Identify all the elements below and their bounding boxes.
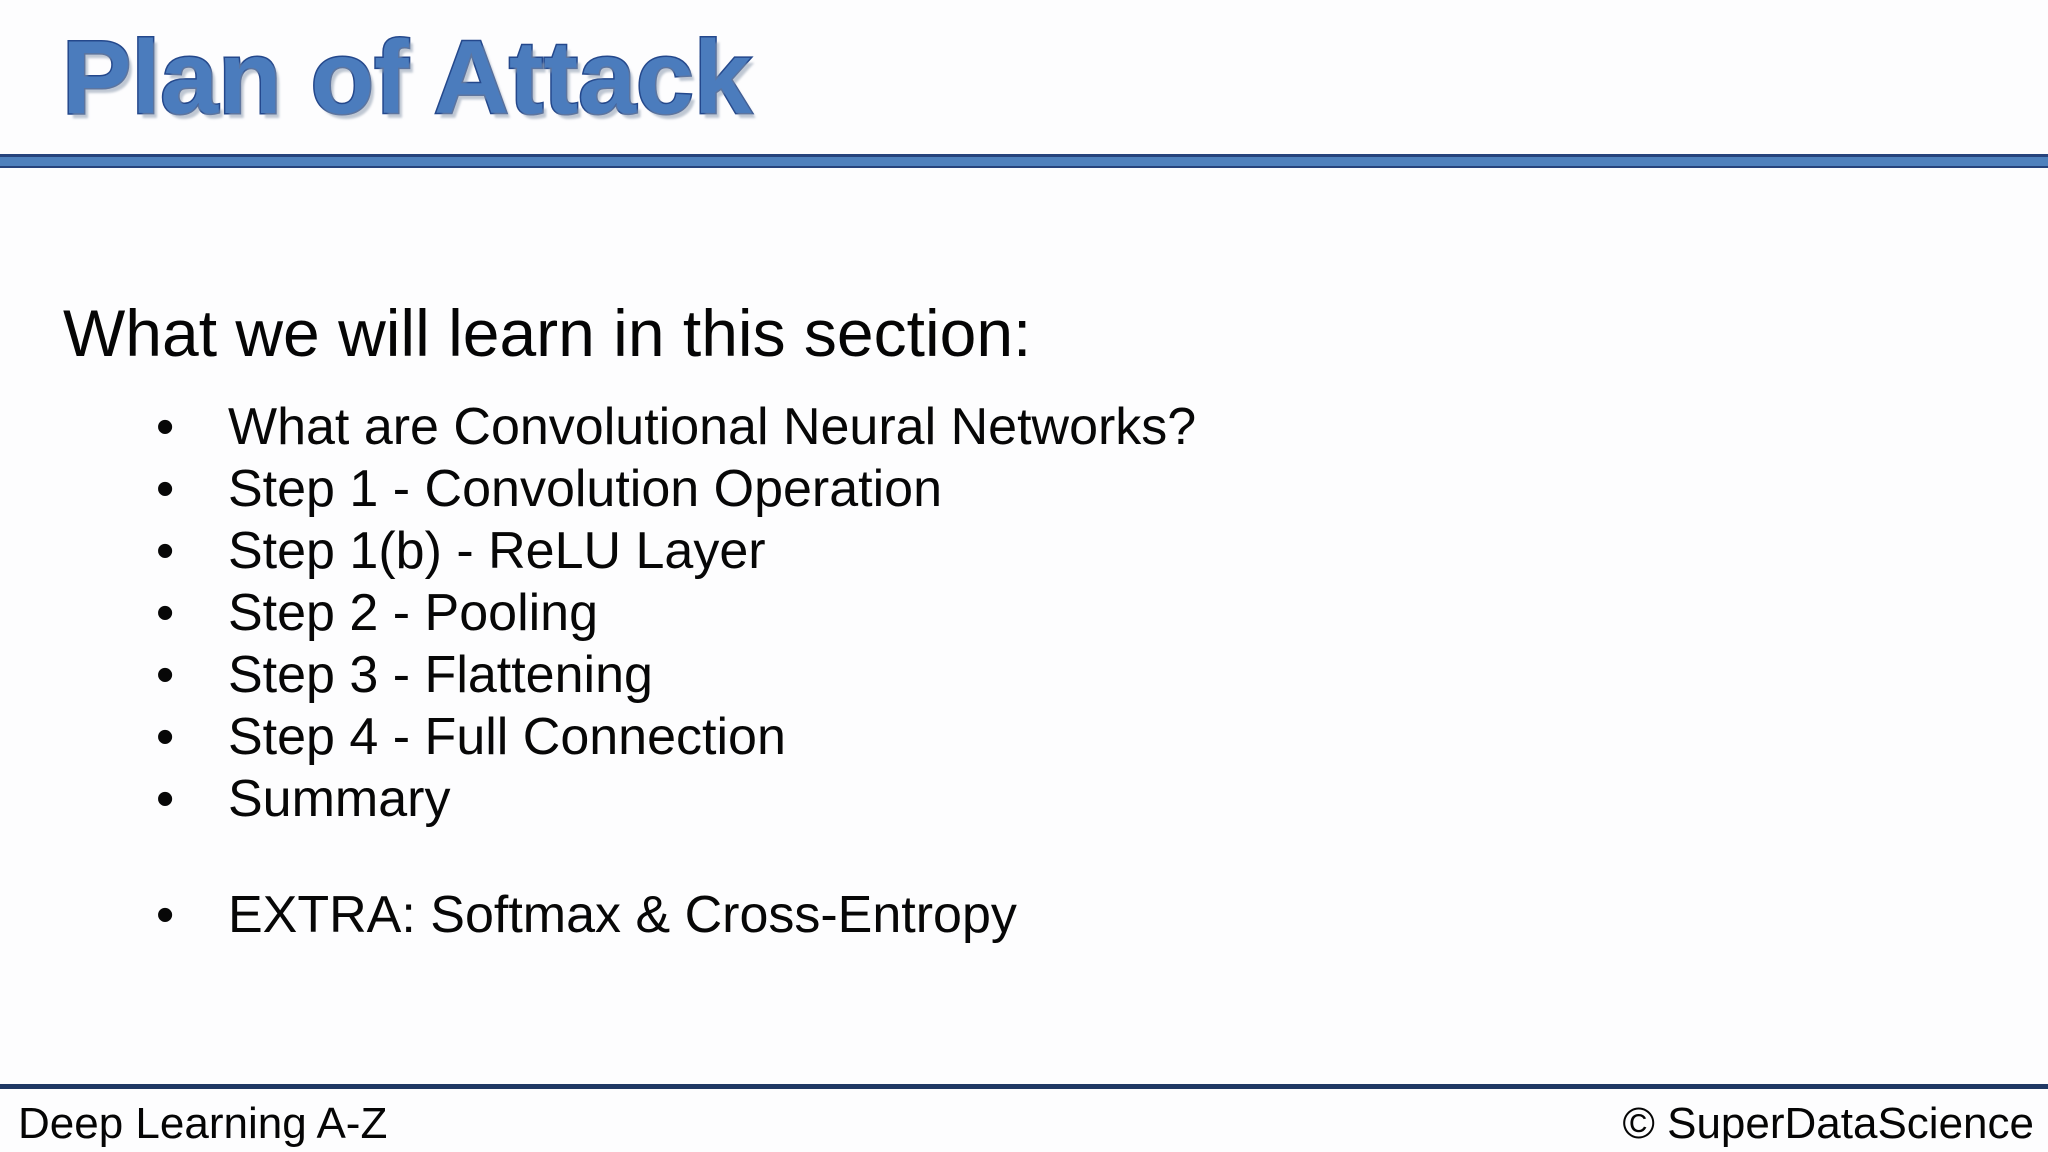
bullet-icon: • (156, 398, 175, 456)
footer-course-name: Deep Learning A-Z (18, 1099, 388, 1148)
list-item-label: EXTRA: Softmax & Cross-Entropy (228, 886, 1017, 944)
slide-title: Plan of Attack (61, 20, 754, 136)
bullet-icon: • (156, 708, 175, 766)
list-item: • Step 1(b) - ReLU Layer (0, 520, 2048, 582)
bullet-icon: • (156, 460, 175, 518)
list-item-label: Step 4 - Full Connection (228, 708, 786, 766)
topics-list: • What are Convolutional Neural Networks… (0, 396, 2048, 946)
list-item: • Step 4 - Full Connection (0, 706, 2048, 768)
footer-copyright: © SuperDataScience (1622, 1099, 2034, 1148)
list-item: • Step 2 - Pooling (0, 582, 2048, 644)
list-item-label: Summary (228, 770, 451, 828)
footer-divider (0, 1084, 2048, 1089)
bullet-icon: • (156, 886, 175, 944)
title-divider (0, 154, 2048, 168)
list-item-label: What are Convolutional Neural Networks? (228, 398, 1197, 456)
bullet-icon: • (156, 522, 175, 580)
section-heading: What we will learn in this section: (63, 296, 1032, 370)
list-item-label: Step 3 - Flattening (228, 646, 653, 704)
list-item: • Step 1 - Convolution Operation (0, 458, 2048, 520)
list-item-label: Step 1(b) - ReLU Layer (228, 522, 766, 580)
list-item: • What are Convolutional Neural Networks… (0, 396, 2048, 458)
bullet-icon: • (156, 770, 175, 828)
bullet-icon: • (156, 646, 175, 704)
list-item-label: Step 2 - Pooling (228, 584, 599, 642)
list-item-label: Step 1 - Convolution Operation (228, 460, 942, 518)
list-item: • Step 3 - Flattening (0, 644, 2048, 706)
bullet-icon: • (156, 584, 175, 642)
list-item: • Summary (0, 768, 2048, 830)
list-item-extra: • EXTRA: Softmax & Cross-Entropy (0, 884, 2048, 946)
list-spacer (0, 830, 2048, 884)
